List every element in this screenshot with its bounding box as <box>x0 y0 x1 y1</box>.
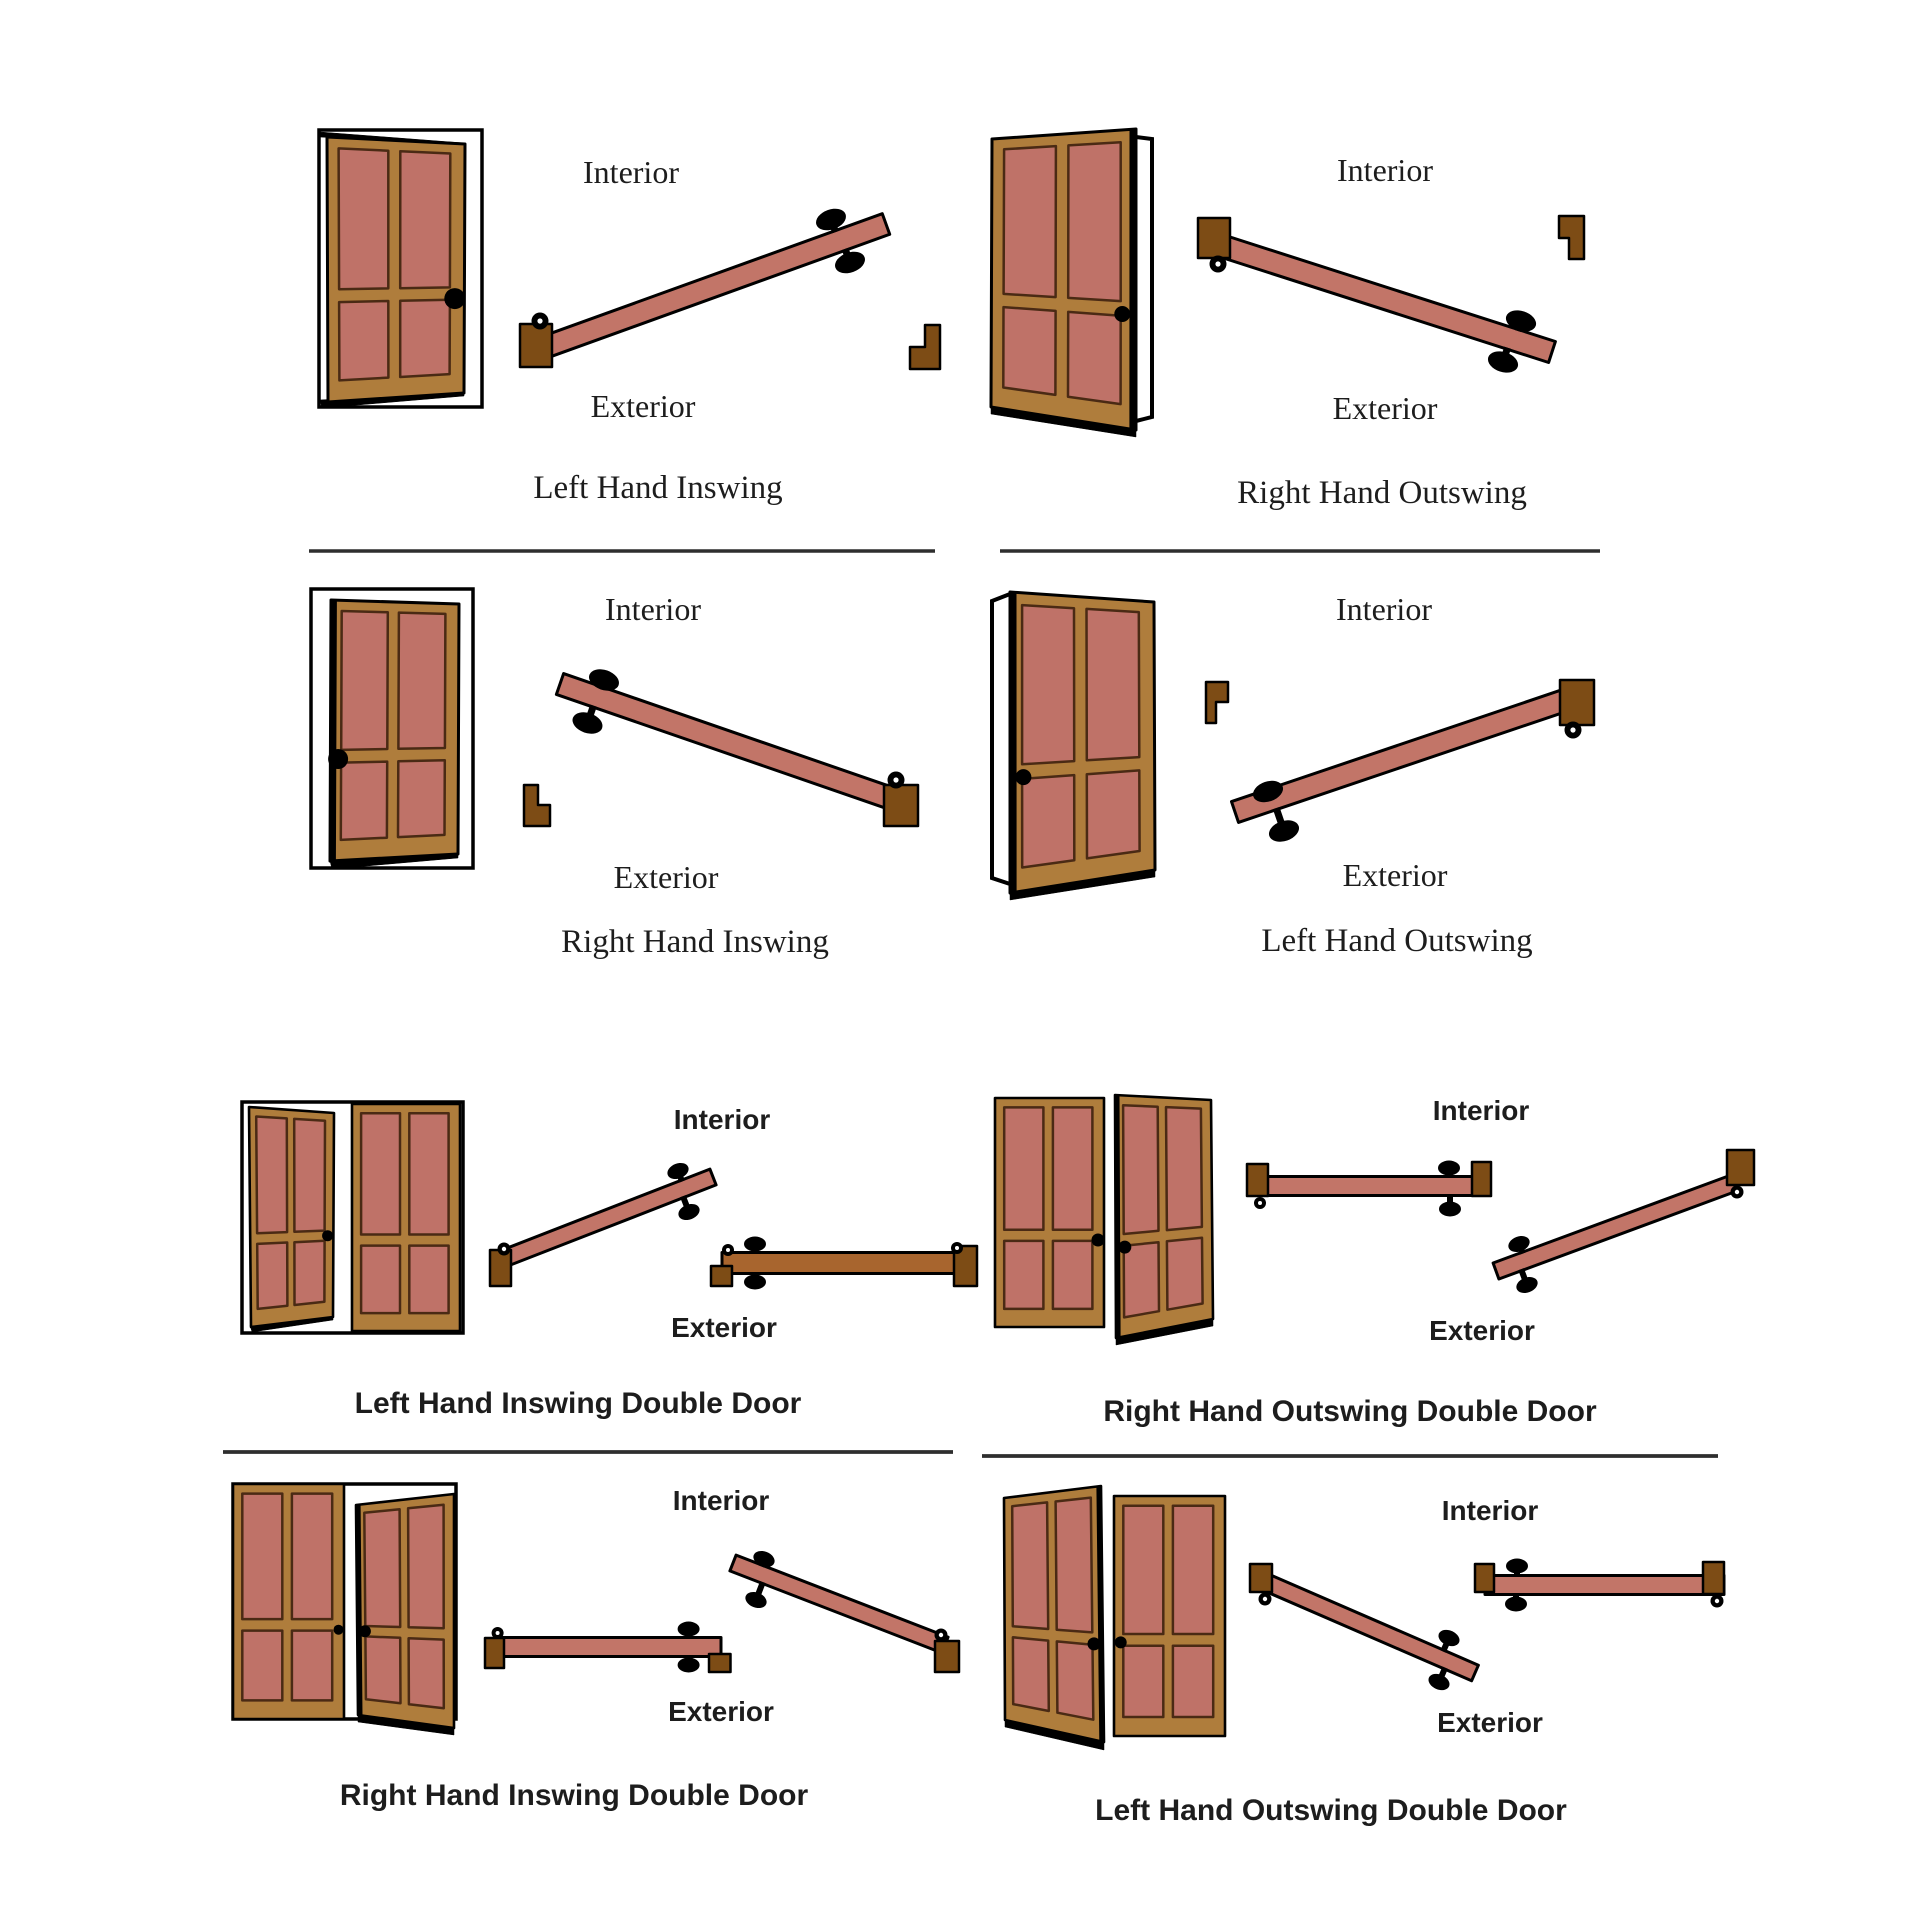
svg-text:Exterior: Exterior <box>668 1696 774 1727</box>
svg-text:Exterior: Exterior <box>1343 857 1448 893</box>
svg-text:Left Hand Outswing: Left Hand Outswing <box>1261 923 1532 959</box>
svg-text:Interior: Interior <box>1433 1095 1530 1126</box>
svg-text:Exterior: Exterior <box>1333 390 1438 426</box>
svg-text:Left Hand Outswing Double Door: Left Hand Outswing Double Door <box>1095 1794 1567 1827</box>
svg-text:Right Hand Inswing: Right Hand Inswing <box>561 924 829 960</box>
svg-text:Exterior: Exterior <box>614 859 719 895</box>
svg-text:Interior: Interior <box>1336 591 1432 627</box>
svg-text:Exterior: Exterior <box>1429 1315 1535 1346</box>
svg-text:Interior: Interior <box>673 1485 770 1516</box>
svg-text:Interior: Interior <box>605 591 701 627</box>
svg-text:Left Hand Inswing Double Door: Left Hand Inswing Double Door <box>355 1387 802 1420</box>
svg-text:Exterior: Exterior <box>591 388 696 424</box>
svg-text:Right Hand Outswing: Right Hand Outswing <box>1237 475 1527 511</box>
svg-text:Interior: Interior <box>583 154 679 190</box>
svg-text:Exterior: Exterior <box>671 1312 777 1343</box>
svg-text:Right Hand Outswing Double Doo: Right Hand Outswing Double Door <box>1103 1395 1597 1428</box>
svg-text:Interior: Interior <box>1442 1495 1539 1526</box>
svg-text:Left Hand Inswing: Left Hand Inswing <box>533 470 782 506</box>
svg-text:Right Hand Inswing Double Door: Right Hand Inswing Double Door <box>340 1779 809 1812</box>
svg-text:Exterior: Exterior <box>1437 1707 1543 1738</box>
svg-text:Interior: Interior <box>1337 152 1433 188</box>
svg-text:Interior: Interior <box>674 1104 771 1135</box>
